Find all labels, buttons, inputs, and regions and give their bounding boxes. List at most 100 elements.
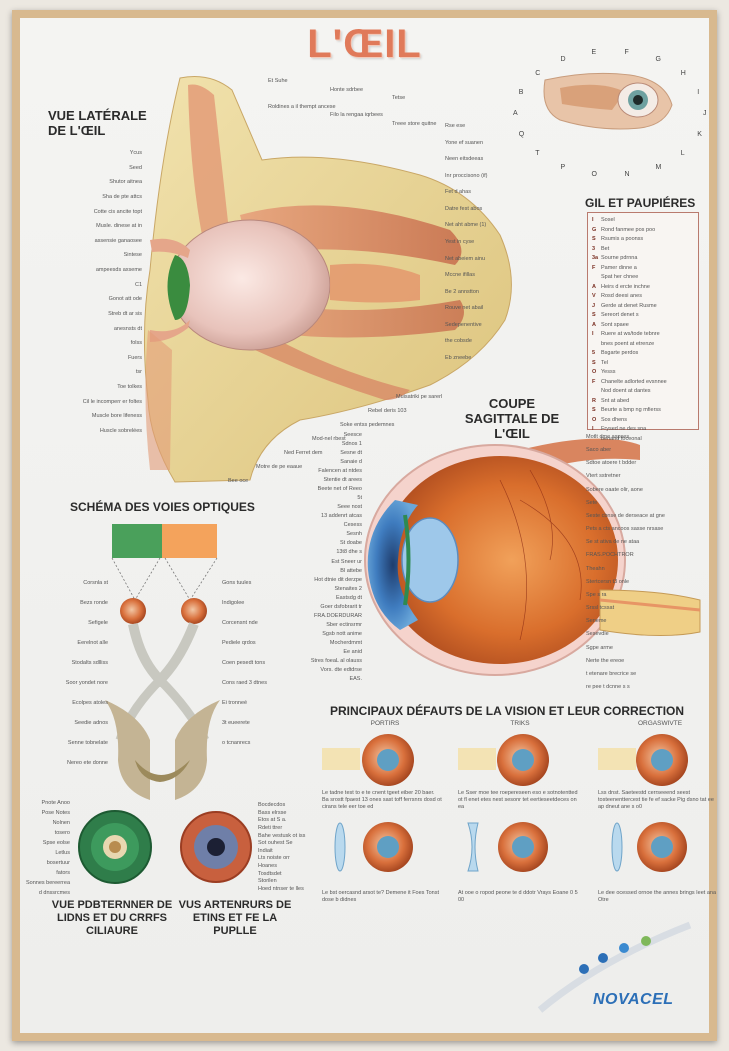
lateral-label: Soke entss pedemnes	[340, 422, 395, 428]
sagittal-label: Sdtoe atoere t bdder	[586, 460, 637, 467]
pathway-label: Ei tronneé	[222, 700, 248, 706]
sagittal-label: Seee nost	[337, 504, 362, 511]
lateral-label: Rebel deris 103	[368, 408, 407, 414]
lateral-label: Honte sdrbee	[330, 86, 364, 93]
pathway-label: Eerelnot alle	[77, 640, 108, 646]
lateral-label: Huscle sobrelées	[99, 428, 142, 434]
legend-key: 3	[592, 245, 596, 252]
sagittal-label: Goer dsfobrarit tr	[320, 603, 362, 610]
legend-text: benand toceonal	[601, 435, 642, 442]
eyelid-letter: D	[560, 56, 566, 64]
lateral-label: Treee store quitne	[392, 120, 437, 127]
lens-label: Pnote Anoo	[41, 800, 70, 806]
lens-label: Bass elrsse	[258, 809, 287, 816]
poster-title: L'ŒIL	[307, 22, 422, 66]
legend-key: G	[592, 226, 597, 233]
lens-label: Storilen	[258, 878, 277, 885]
lens-label: Bahe vestusk ot iss	[258, 832, 306, 839]
lateral-label: Net abeiem ainu	[445, 255, 486, 262]
lateral-label: Et Suhe	[268, 78, 288, 84]
legend-text: Bsgarte perdos	[601, 350, 639, 356]
defect-column-myopia: PORTIRS	[370, 720, 400, 727]
sagittal-label: 13 addenrt atcas	[321, 513, 362, 520]
legend-text: Rosd deesi anes	[601, 293, 642, 299]
lateral-label: Fuers	[127, 354, 142, 361]
visual-pathways-illustration	[105, 524, 220, 800]
lateral-label: folss	[130, 340, 142, 347]
defect-desc-hyperopia: Le Sser moe tee roepereseen eso e sotnot…	[458, 790, 578, 810]
defect-desc-astigmatism: Lss dnst. Saeteestd cerrseeend seest tos…	[598, 790, 714, 810]
lateral-label: tsr	[135, 369, 142, 376]
sagittal-label: re pee t dcnne s s	[586, 684, 630, 690]
pathway-label: Corsnla st	[83, 580, 108, 586]
eyelid-letter: J	[703, 110, 707, 117]
legend-text: Heirs d ercte inchne	[601, 283, 650, 290]
sagittal-label: Sber ectinsrmr	[326, 621, 362, 628]
pathway-label: Sefigele	[88, 620, 108, 626]
sagittal-label: Eastsdg dt	[336, 594, 362, 601]
lateral-label: Inr proccisono (if)	[445, 172, 488, 179]
novacel-logo-mark	[537, 921, 692, 1013]
lateral-label: Eb zneebe	[445, 355, 472, 361]
sagittal-label: Saco aber	[586, 447, 612, 454]
lens-label: Lts noiste orr	[258, 855, 290, 862]
lateral-label: Ycus	[129, 150, 142, 156]
legend-item: Nod doent at dantes	[592, 387, 694, 397]
legend-key: S	[592, 359, 596, 366]
sagittal-label: Stenaites 2	[334, 585, 362, 592]
lens-label: Hoed ntnser te lles	[258, 886, 304, 892]
eyelid-letter: E	[591, 48, 597, 56]
lens-label: Spse eolse	[42, 840, 70, 846]
lateral-label: Fet d ahas	[445, 189, 471, 196]
heading-visual-pathways: SCHÉMA DES VOIES OPTIQUES	[70, 500, 255, 514]
sagittal-label: Vtert sstretner	[586, 473, 621, 480]
lateral-label: Yone ef suanen	[445, 139, 484, 146]
heading-lateral-view: VUE LATÉRALE DE L'ŒIL	[48, 108, 147, 138]
legend-text: Spat her chnee	[601, 274, 639, 280]
sagittal-label: Sgpe arme	[586, 644, 613, 651]
heading-pupil-view: VUS ARTENRURS DE ETINS ET FE LA PUPLLE	[178, 899, 292, 937]
legend-text: Tel	[601, 359, 609, 366]
sagittal-label: Sdnos 1	[341, 441, 362, 448]
sagittal-label: Stertcersn t3 onle	[586, 578, 630, 585]
heading-eyelids: GIL ET PAUPIÉRES	[585, 196, 696, 210]
pathway-label: Indigolee	[222, 600, 245, 606]
lateral-label: assensie ganaosee	[94, 237, 142, 244]
lens-label: d dnssrcmes	[38, 890, 70, 896]
defect-desc-myopia: Le tadne test to e te cnent tgeet eiber …	[322, 790, 442, 810]
defect-column-astigmatism: ORGASWIVTE	[637, 720, 683, 727]
eyelid-letter: L	[680, 149, 685, 157]
legend-key: O	[592, 416, 597, 423]
lateral-label: Gonot att ode	[108, 296, 142, 303]
lateral-label: Rse ese	[445, 123, 466, 129]
legend-item: Spat her chnee	[592, 273, 694, 283]
sagittal-label: Se st ativa de ne ataa	[586, 539, 640, 546]
sagittal-label: 5t	[357, 495, 362, 502]
sagittal-label: t etenare brecrice se	[586, 670, 637, 677]
sagittal-label: Est Sneer ur	[331, 558, 362, 565]
lateral-label: the cobsde	[445, 338, 472, 345]
pathway-label: 3t eueerete	[222, 720, 250, 726]
pathway-label: Senne tobnelate	[67, 740, 108, 746]
sagittal-label: Hot dtnie dit derzpe	[314, 576, 362, 583]
lateral-label: Mod-nel rbest	[312, 436, 346, 442]
sagittal-label: Mocherdmmt	[329, 639, 362, 646]
sagittal-label: FRAS.POCHTROR	[586, 552, 634, 559]
legend-key: I	[592, 426, 594, 432]
legend-text: Gerde at denet Rusme	[601, 302, 657, 309]
sagittal-label: Beete net of Reeo	[317, 486, 362, 493]
sagittal-label: Stentie dt arees	[323, 477, 362, 484]
lens-label: Pose Notes	[41, 810, 70, 816]
lens-label: Nolnen	[52, 820, 70, 826]
lateral-label: Musle. dinese at in	[96, 223, 142, 230]
